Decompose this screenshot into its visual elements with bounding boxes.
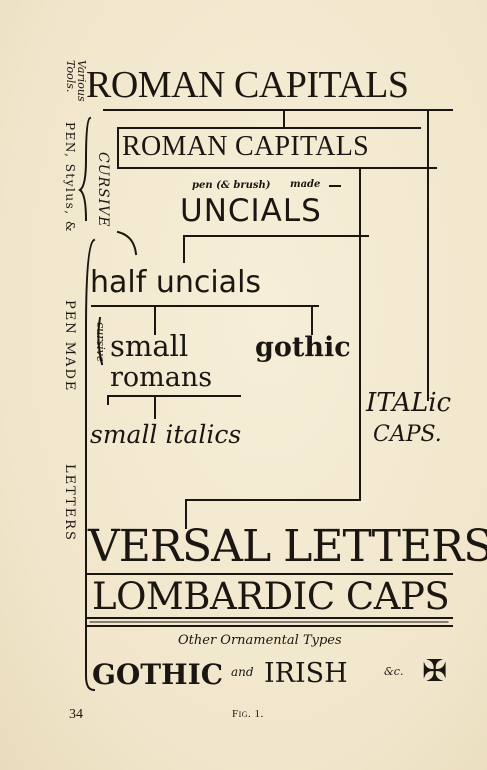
italic-caps-line-2: CAPS. — [373, 422, 442, 447]
made-label: made — [290, 179, 321, 190]
etc-label: &c. — [384, 665, 404, 678]
side-label-cursive-upper: CURSIVE — [95, 152, 111, 228]
gothic-large-label: GOTHIC — [92, 658, 223, 691]
page-number: 34 — [69, 707, 83, 722]
small-italics-label: small italics — [90, 420, 242, 449]
and-label: and — [231, 665, 254, 679]
side-label-various: Various — [75, 60, 88, 102]
figure-caption: Fig. 1. — [232, 708, 264, 720]
pen-brush-label: pen (& brush) — [192, 180, 271, 191]
side-label-pen-stylus: PEN, Stylus, & — [63, 122, 77, 234]
versal-letters-label: VERSAL LETTERS — [88, 521, 487, 572]
roman-capitals-large: ROMAN CAPITALS — [86, 64, 409, 106]
small-romans-line-2: romans — [110, 362, 213, 393]
gothic-small-label: gothic — [255, 332, 351, 363]
italic-caps-line-1: ITALic — [366, 388, 452, 418]
side-label-tools: Tools. — [64, 60, 77, 93]
lombardic-caps-label: LOMBARDIC CAPS — [92, 575, 450, 618]
cross-icon: ✠ — [422, 654, 448, 689]
irish-label: IRISH — [264, 658, 348, 689]
roman-capitals-small: ROMAN CAPITALS — [122, 131, 369, 162]
side-label-pen-made: PEN MADE — [62, 300, 77, 393]
half-uncials-label: half uncials — [90, 265, 262, 300]
other-ornamental-types-label: Other Ornamental Types — [178, 633, 342, 648]
uncials-label: UNCIALS — [180, 193, 322, 229]
side-label-cursive-lower: cursive — [94, 322, 107, 363]
small-romans-line-1: small — [110, 329, 189, 363]
side-label-letters: LETTERS — [62, 464, 77, 542]
